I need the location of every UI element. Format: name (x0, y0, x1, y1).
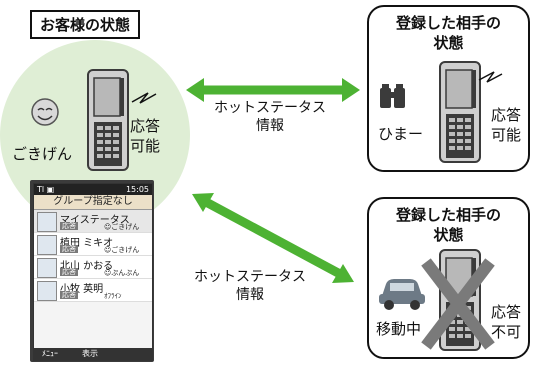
arrow-label-bottom: ホットステータス 情報 (194, 269, 306, 303)
softkey-menu[interactable]: ﾒﾆｭｰ (42, 349, 58, 358)
list-item-status: ☺ぷんぷん (104, 269, 140, 277)
avatar (37, 235, 57, 255)
self-mood-label: ごきげん (12, 145, 73, 163)
bottom-contact-activity: 移動中 (376, 320, 422, 338)
list-item-name: マイステータス (60, 215, 130, 226)
avatar (37, 212, 57, 232)
reply-tag: 応答 (60, 245, 78, 253)
signal-icon (131, 92, 157, 104)
list-item[interactable]: 小牧 英明 応答 ｵﾌﾗｲﾝ (34, 279, 152, 302)
list-item-status: ｵﾌﾗｲﾝ (104, 292, 122, 300)
clock: 15:05 (125, 185, 149, 194)
arrow-label-top: ホットステータス 情報 (214, 100, 326, 134)
phone-screen: Tl ▣ 15:05 グループ指定なし マイステータス 応答 ☺ごきげん 植田 … (33, 183, 153, 361)
softkey-bar: ﾒﾆｭｰ 表示 (34, 348, 152, 360)
bottom-contact-title: 登録した相手の 状態 (395, 206, 501, 244)
smiley-icon (31, 98, 59, 126)
signal-icon-top (478, 71, 503, 83)
top-contact-title: 登録した相手の 状態 (395, 14, 501, 52)
self-reply-status: 応答 可能 (130, 117, 161, 155)
softkey-view[interactable]: 表示 (82, 349, 98, 358)
reply-tag: 応答 (60, 222, 78, 230)
self-phone (87, 69, 129, 171)
list-item-name: 植田 ミキオ (60, 238, 114, 249)
bottom-contact-reply-status: 応答 不可 (490, 303, 521, 341)
list-item-status: ☺ごきげん (104, 246, 140, 254)
top-contact-activity: ひまー (378, 125, 424, 143)
list-item-name: 北山 かおる (60, 261, 114, 272)
list-item[interactable]: マイステータス 応答 ☺ごきげん (34, 210, 152, 233)
avatar (37, 258, 57, 278)
cross-icon (421, 258, 495, 350)
avatar (37, 281, 57, 301)
list-item[interactable]: 北山 かおる 応答 ☺ぷんぷん (34, 256, 152, 279)
list-item[interactable]: 植田 ミキオ 応答 ☺ごきげん (34, 233, 152, 256)
binoculars-icon (380, 84, 405, 108)
arrow-to-top-contact (186, 78, 360, 102)
screen-status-bar: Tl ▣ 15:05 (34, 184, 152, 195)
list-item-name: 小牧 英明 (60, 284, 104, 295)
group-header[interactable]: グループ指定なし (34, 195, 152, 210)
car-icon (379, 279, 425, 310)
arrow-to-bottom-contact (192, 193, 354, 283)
top-contact-reply-status: 応答 可能 (490, 106, 521, 144)
page-title: お客様の状態 (30, 10, 141, 39)
status-icons: Tl ▣ (37, 185, 55, 194)
reply-tag: 応答 (60, 268, 78, 276)
reply-tag: 応答 (60, 291, 78, 299)
top-contact-phone (439, 61, 481, 163)
list-item-status: ☺ごきげん (104, 223, 140, 231)
